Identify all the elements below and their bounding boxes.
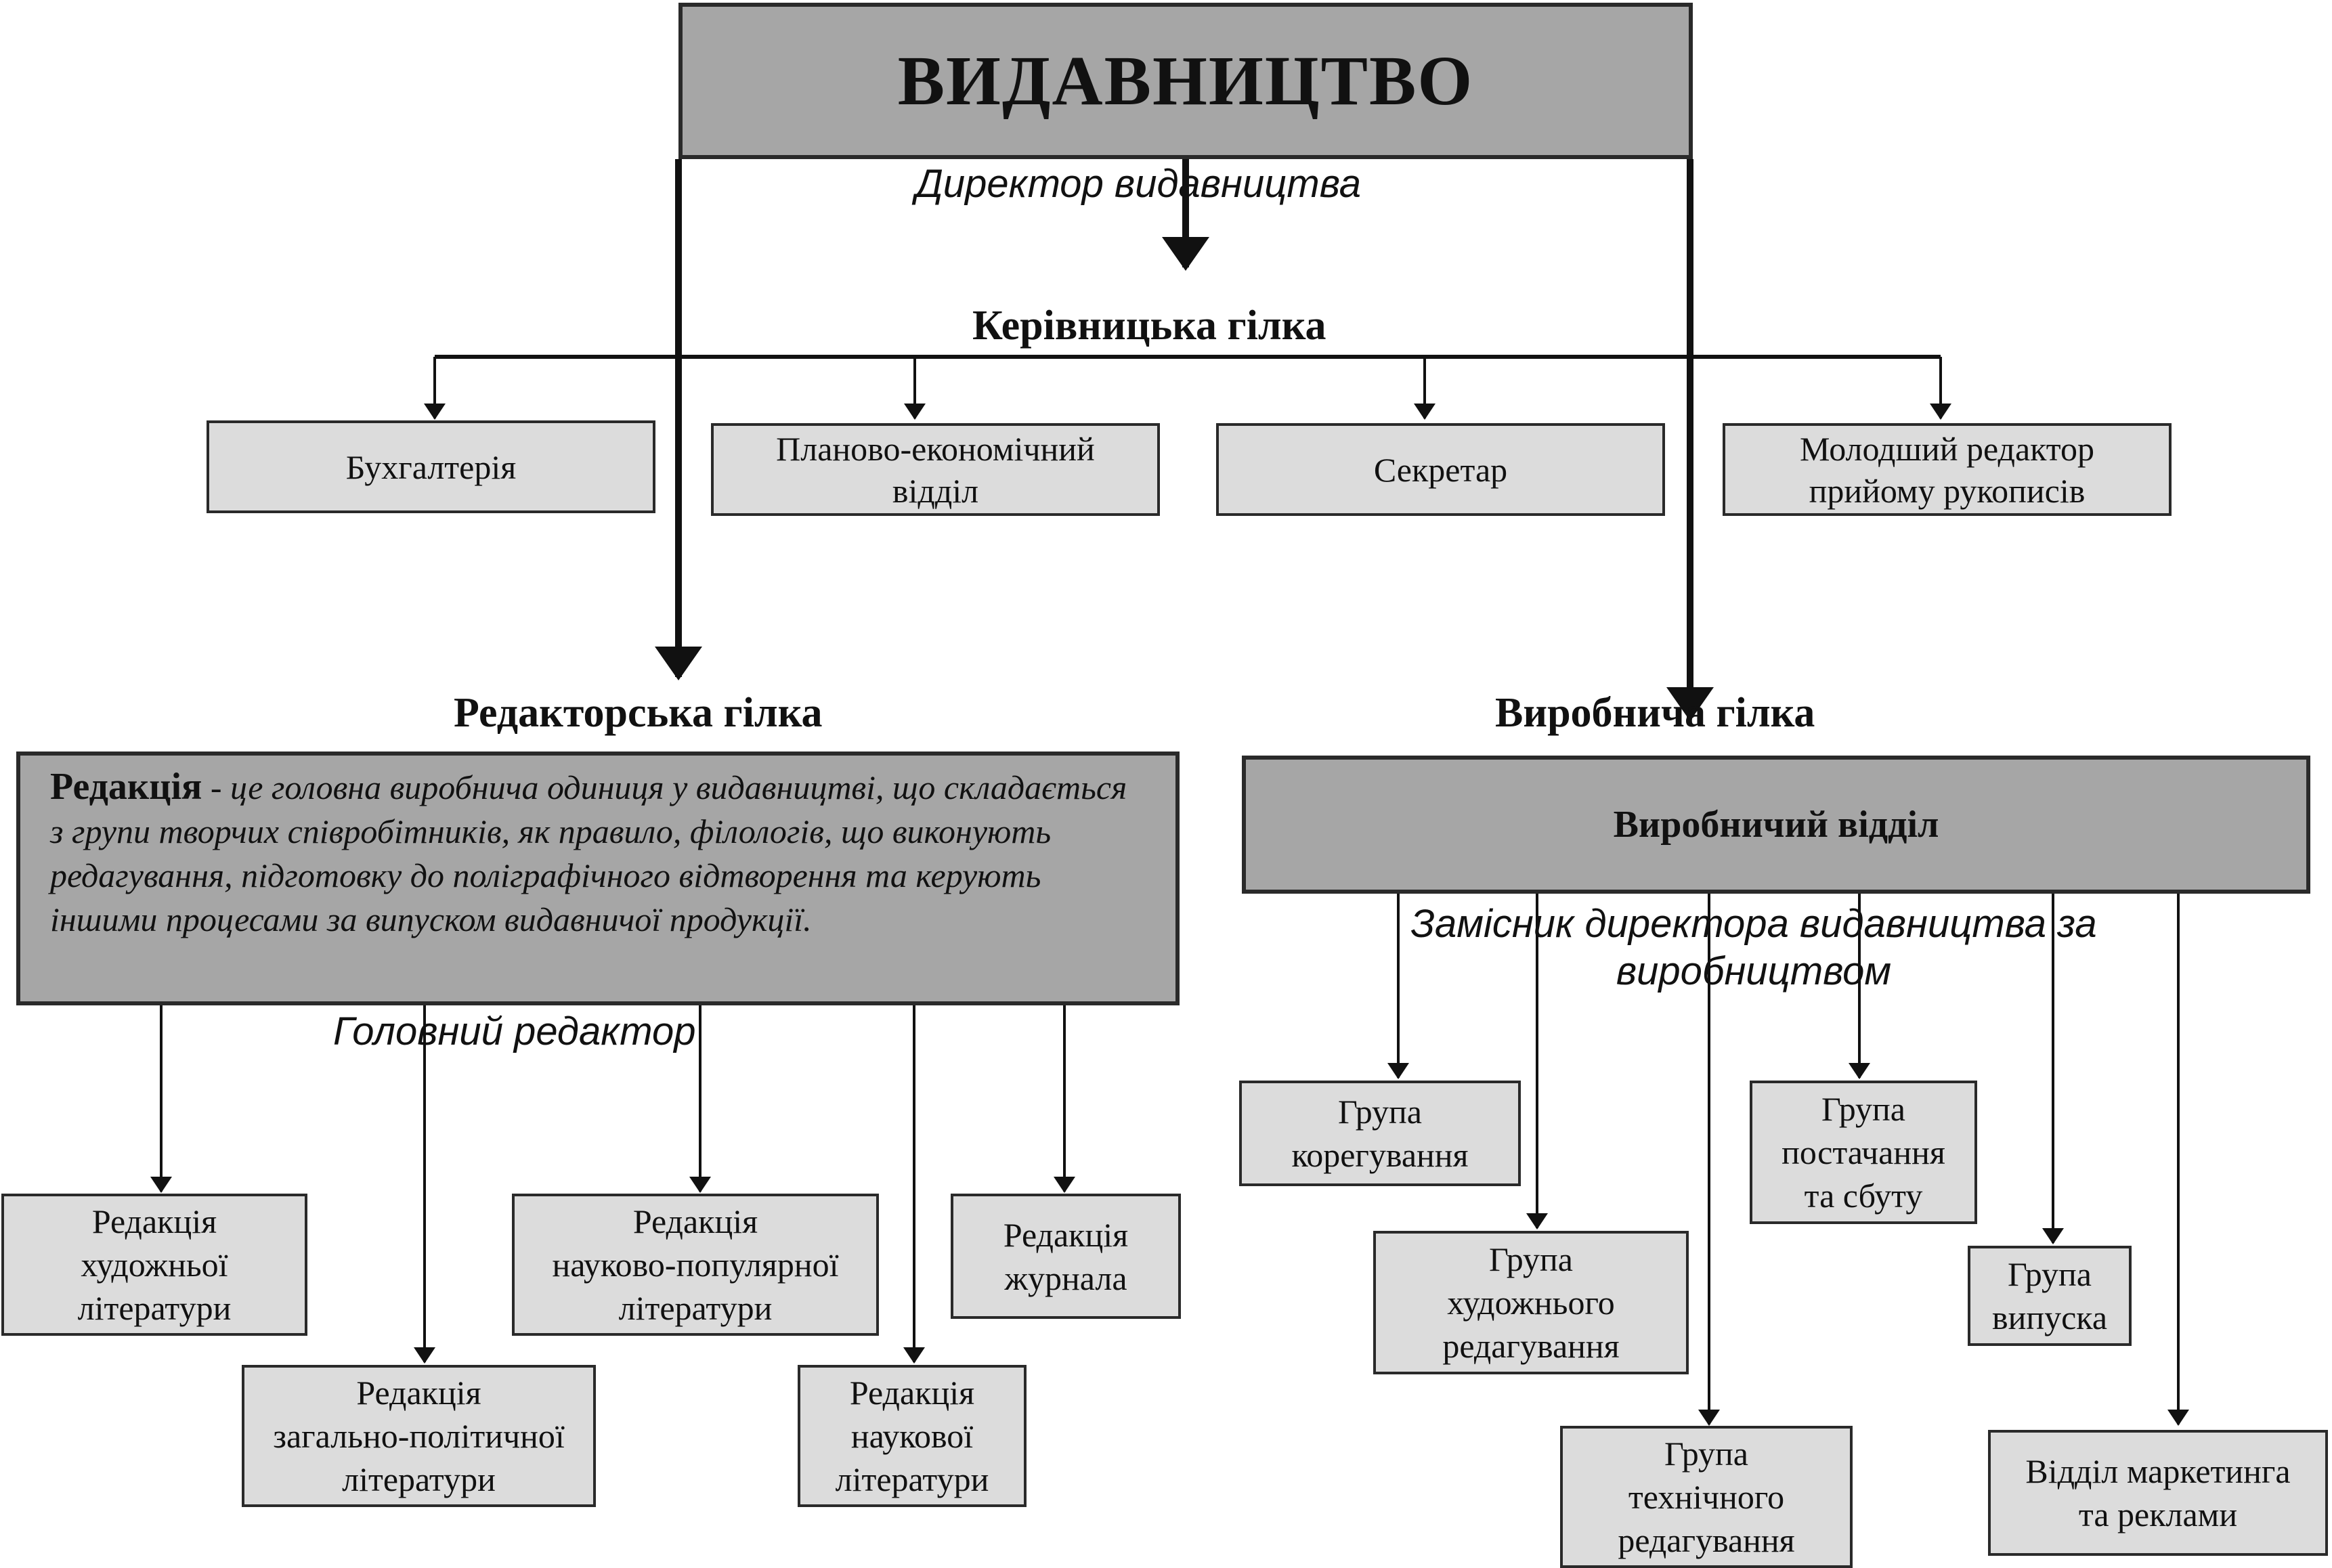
fiction-editorial-box: Редакція художньої літератури — [1, 1194, 307, 1336]
publisher-title: ВИДАВНИЦТВО — [897, 41, 1474, 120]
supply-group-label: Група постачання та сбуту — [1782, 1090, 1945, 1215]
tech-editing-group-box: Група технічного редагування — [1560, 1426, 1853, 1568]
correction-group-label: Група корегування — [1291, 1093, 1469, 1174]
planning-dept-box: Планово-економічний відділ — [711, 423, 1160, 516]
marketing-dept-label: Відділ маркетинга та реклами — [2025, 1452, 2291, 1533]
political-editorial-label: Редакція загально-політичної літератури — [273, 1374, 565, 1498]
popular-science-editorial-box: Редакція науково-популярної літератури — [512, 1194, 879, 1336]
chief-editor-label: Головний редактор — [333, 1009, 696, 1053]
production-dept-box: Виробничий відділ — [1242, 756, 2310, 894]
science-editorial-label: Редакція наукової літератури — [835, 1374, 989, 1498]
publisher-box: ВИДАВНИЦТВО — [678, 3, 1693, 159]
release-group-label: Група випуска — [1991, 1255, 2108, 1336]
editorial-definition: Редакція - це головна виробнича одиниця … — [50, 766, 1127, 938]
deputy-director-label: Замісник директора видавництва за виробн… — [1410, 902, 2097, 993]
journal-editorial-box: Редакція журнала — [951, 1194, 1181, 1319]
production-branch-title: Виробнича гілка — [1495, 690, 1815, 736]
tech-editing-group-label: Група технічного редагування — [1618, 1435, 1795, 1559]
accounting-label: Бухгалтерія — [345, 448, 517, 486]
marketing-dept-box: Відділ маркетинга та реклами — [1988, 1430, 2328, 1556]
science-editorial-box: Редакція наукової літератури — [798, 1365, 1027, 1507]
junior-editor-label: Молодший редактор прийому рукописів — [1799, 429, 2094, 510]
director-label: Директор видавництва — [915, 162, 1361, 206]
art-editing-group-label: Група художнього редагування — [1442, 1240, 1620, 1365]
supply-group-box: Група постачання та сбуту — [1750, 1081, 1977, 1224]
accounting-box: Бухгалтерія — [207, 420, 655, 513]
secretary-box: Секретар — [1216, 423, 1665, 516]
definition-term: Редакція — [50, 766, 202, 808]
journal-editorial-label: Редакція журнала — [1003, 1215, 1129, 1297]
popular-science-editorial-label: Редакція науково-популярної літератури — [552, 1202, 839, 1327]
editorial-branch-title: Редакторська гілка — [454, 690, 823, 736]
release-group-box: Група випуска — [1968, 1246, 2132, 1346]
junior-editor-box: Молодший редактор прийому рукописів — [1723, 423, 2172, 516]
definition-text: це головна виробнича одиниця у видавницт… — [50, 768, 1127, 938]
management-branch-title: Керівницька гілка — [972, 303, 1326, 349]
planning-dept-label: Планово-економічний відділ — [776, 429, 1095, 510]
fiction-editorial-label: Редакція художньої літератури — [77, 1202, 232, 1327]
secretary-label: Секретар — [1373, 450, 1508, 489]
art-editing-group-box: Група художнього редагування — [1373, 1231, 1689, 1374]
editorial-definition-box: Редакція - це головна виробнича одиниця … — [16, 752, 1180, 1005]
correction-group-box: Група корегування — [1239, 1081, 1521, 1186]
production-dept-label: Виробничий відділ — [1613, 804, 1939, 846]
political-editorial-box: Редакція загально-політичної літератури — [242, 1365, 596, 1507]
